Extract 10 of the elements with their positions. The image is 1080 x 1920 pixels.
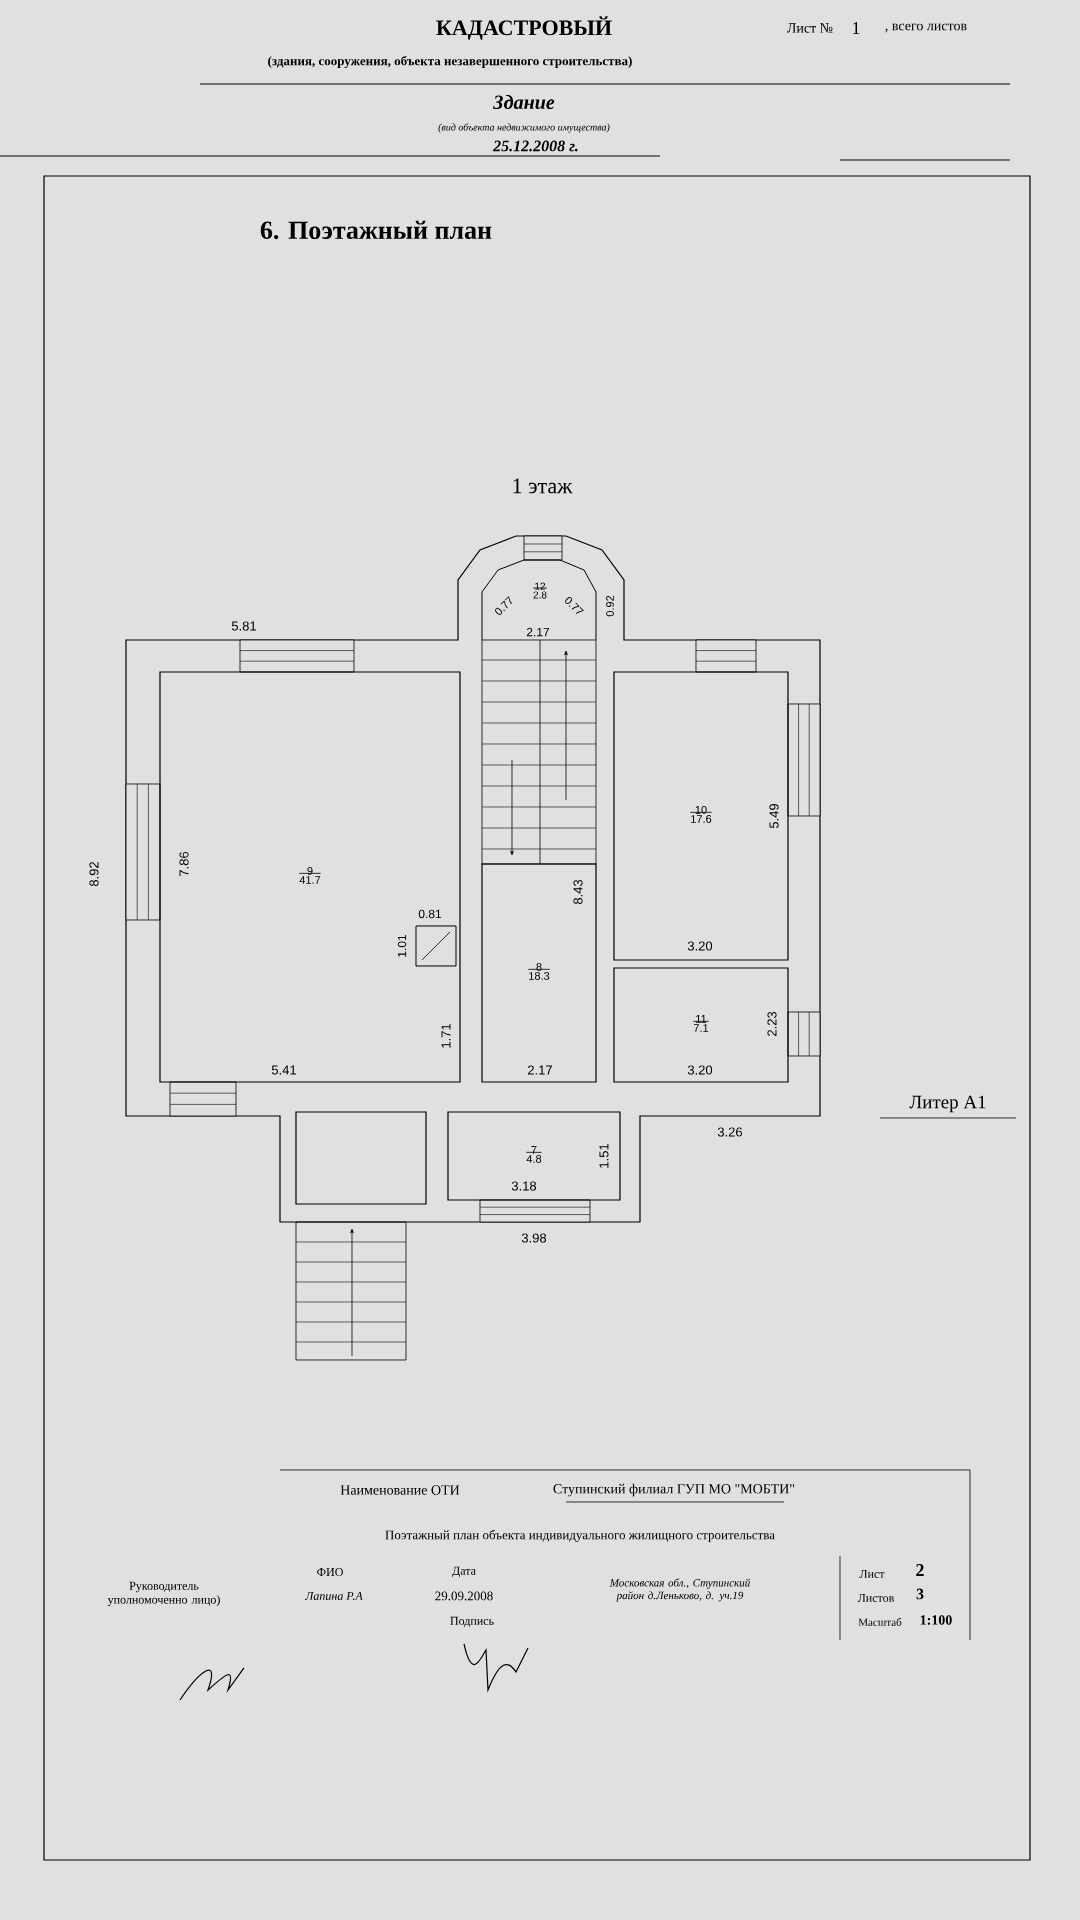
handwritten-number: 3 (916, 1588, 924, 1600)
handwritten-number: 1 (853, 22, 860, 34)
letter-label: Литер А1 (909, 1095, 986, 1113)
header-text: Здание (493, 94, 555, 110)
floor-label: 1 этаж (513, 478, 573, 494)
header-text: КАДАСТРОВЫЙ (436, 16, 612, 40)
handwritten-number: 2 (916, 1564, 924, 1576)
header-text: 25.12.2008 г. (492, 140, 578, 152)
room (295, 1111, 427, 1205)
title: 6. Поэтажный план (260, 220, 492, 240)
